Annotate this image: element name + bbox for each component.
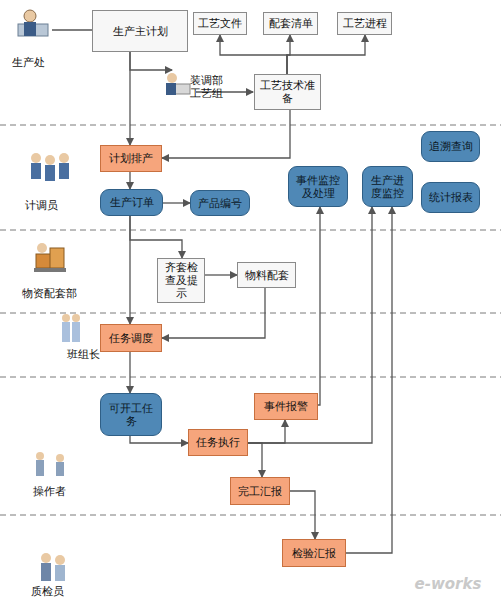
plan-box: 生产主计划 (92, 10, 188, 52)
flow-arrow (346, 207, 392, 553)
node-text: 生产进度监控 (367, 174, 408, 200)
lane-dividers (0, 125, 501, 515)
flow-arrow (130, 216, 182, 258)
node-text: 事件监控及处理 (293, 174, 343, 200)
process-box: 工艺技术准备 (254, 74, 321, 110)
function-box: 产品编号 (190, 190, 250, 216)
node-text: 可开工任务 (105, 402, 157, 428)
flow-arrow (129, 52, 130, 145)
process-box: 事件报警 (254, 393, 318, 420)
role-label: 计调员 (16, 199, 66, 212)
doc-box: 工艺文件 (193, 12, 247, 35)
node-text: 齐套检查及提示 (162, 261, 200, 300)
function-box: 生产进度监控 (362, 166, 413, 207)
node-text: 工艺文件 (198, 17, 242, 30)
flow-arrow (290, 491, 315, 539)
process-box: 检验汇报 (282, 539, 346, 567)
role-label: 物资配套部 (14, 287, 84, 300)
node-text: 统计报表 (429, 191, 473, 204)
node-text: 追溯查询 (429, 140, 473, 153)
doc-box: 工艺进程 (337, 12, 392, 35)
flow-arrow (162, 110, 290, 158)
process-box: 齐套检查及提示 (157, 258, 205, 303)
node-text: 检验汇报 (292, 547, 336, 560)
node-text: 生产订单 (110, 196, 154, 209)
function-box: 追溯查询 (421, 131, 480, 162)
function-box: 生产订单 (100, 189, 163, 216)
role-label: 质检员 (22, 585, 72, 598)
flow-arrow (205, 274, 237, 275)
watermark: e-works (408, 578, 488, 591)
role-label: 生产处 (8, 56, 48, 69)
flow-arrow (287, 35, 365, 74)
flow-arrow (318, 207, 320, 405)
flow-arrow (129, 352, 130, 393)
flow-arrow (248, 207, 372, 443)
process-box: 计划排产 (100, 145, 162, 172)
flow-arrow (220, 35, 287, 74)
flow-arrow (248, 420, 285, 443)
role-label: 操作者 (24, 485, 74, 498)
process-box: 任务调度 (100, 324, 162, 352)
node-text: 事件报警 (264, 400, 308, 413)
function-box: 统计报表 (421, 182, 480, 213)
function-box: 可开工任务 (100, 393, 162, 436)
process-box: 完工汇报 (230, 477, 290, 505)
doc-box: 配套清单 (263, 12, 318, 35)
flow-arrow (129, 216, 130, 324)
process-box: 任务执行 (188, 429, 248, 456)
role-label: 班组长 (58, 348, 108, 361)
role-label: 装调部工艺组 (186, 74, 226, 100)
node-text: 完工汇报 (238, 485, 282, 498)
node-text: 任务调度 (109, 332, 153, 345)
node-text: 任务执行 (196, 436, 240, 449)
node-text: 工艺进程 (343, 17, 387, 30)
node-text: 工艺技术准备 (259, 79, 316, 105)
flow-arrow (163, 202, 190, 203)
flow-arrow (248, 443, 262, 477)
node-text: 产品编号 (198, 197, 242, 210)
node-text: 配套清单 (269, 17, 313, 30)
function-box: 事件监控及处理 (288, 166, 348, 207)
node-text: 生产主计划 (113, 25, 168, 38)
flow-arrow (130, 436, 188, 443)
flow-arrow (129, 172, 130, 189)
process-box: 物料配套 (237, 262, 296, 288)
node-text: 物料配套 (245, 269, 289, 282)
node-text: 计划排产 (109, 152, 153, 165)
